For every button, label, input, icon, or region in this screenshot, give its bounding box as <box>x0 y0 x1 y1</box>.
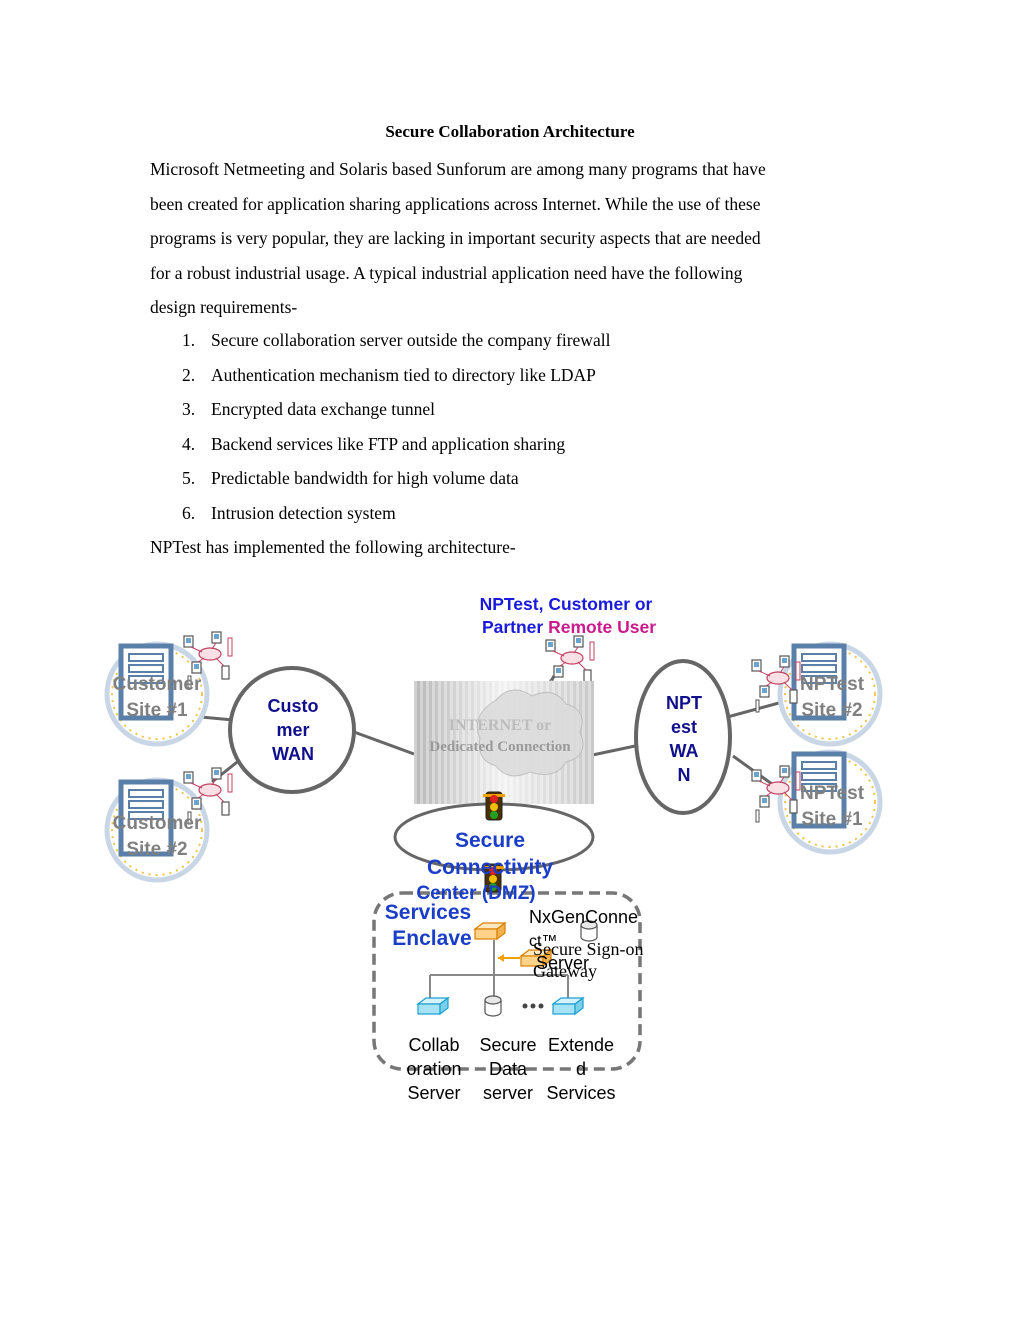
list-text: Predictable bandwidth for high volume da… <box>211 468 519 488</box>
scc-label: Connectivity <box>427 856 553 879</box>
intro-line: Microsoft Netmeeting and Solaris based S… <box>150 159 766 179</box>
service-label: Extende <box>548 1035 614 1055</box>
site-label: Customer <box>113 674 202 695</box>
intro-line: been created for application sharing app… <box>150 193 761 214</box>
enclave-label: Services <box>385 901 471 924</box>
customer-site-1: Customer Site #1 <box>107 631 233 744</box>
nptest-site-1: NPTest Site #1 <box>751 752 880 852</box>
service-label: server <box>483 1083 533 1103</box>
sso-label: Secure Sign-on <box>533 939 643 959</box>
list-item: 4. Backend services like FTP and applicat… <box>150 427 610 462</box>
nxgen-server-icon <box>474 922 506 940</box>
intro-line: for a robust industrial usage. A typical… <box>150 262 743 283</box>
site-label: Site #2 <box>126 839 187 860</box>
list-text: Encrypted data exchange tunnel <box>211 399 435 419</box>
list-text: Secure collaboration server outside the … <box>211 330 611 350</box>
enclave-label: Enclave <box>392 927 471 950</box>
list-item: 6. Intrusion detection system <box>150 496 610 531</box>
service-label: Data <box>489 1059 528 1079</box>
service-label: Services <box>546 1083 615 1103</box>
service-label: Secure <box>479 1035 536 1055</box>
outro-text: NPTest has implemented the following arc… <box>150 537 516 557</box>
requirements-list: 1. Secure collaboration server outside th… <box>150 323 610 530</box>
link-line <box>200 715 234 722</box>
arrow-head-icon <box>498 954 504 962</box>
list-number: 4. <box>182 433 196 454</box>
list-number: 6. <box>182 502 196 523</box>
intro-line: design requirements- <box>150 297 298 317</box>
list-item: 3. Encrypted data exchange tunnel <box>150 392 610 427</box>
service-label: oration <box>406 1059 461 1079</box>
service-label: Collab <box>408 1035 459 1055</box>
list-number: 1. <box>182 330 196 350</box>
collaboration-server-icon <box>417 997 449 1015</box>
ellipsis-icon <box>522 1003 544 1009</box>
wan-label: WAN <box>272 744 314 764</box>
site-label: Site #2 <box>801 700 862 721</box>
wan-label: Custo <box>268 696 319 716</box>
wan-label: WA <box>670 741 699 761</box>
site-label: Site #1 <box>801 809 863 830</box>
extended-services-icon <box>552 997 584 1015</box>
internet-cloud: INTERNET or Dedicated Connection <box>414 681 594 804</box>
remote-user-label-line2: Partner Remote User <box>482 617 656 637</box>
customer-site-2: Customer Site #2 <box>107 767 233 880</box>
list-number: 5. <box>182 468 196 488</box>
firewall-icon <box>482 791 506 821</box>
secure-data-server-icon <box>484 995 502 1017</box>
nxgen-label: ct™ <box>529 933 557 950</box>
remote-user-label: NPTest, Customer or <box>480 594 653 614</box>
sso-label: Gateway <box>533 961 597 981</box>
intro-paragraph: Microsoft Netmeeting and Solaris based S… <box>150 152 870 325</box>
link-line <box>353 730 415 756</box>
list-item: 2. Authentication mechanism tied to direc… <box>150 358 610 393</box>
wan-label: mer <box>276 720 309 740</box>
list-number: 3. <box>182 399 196 419</box>
wan-label: est <box>671 717 697 737</box>
internet-label: INTERNET or <box>449 717 551 734</box>
wan-label: N <box>678 765 691 785</box>
nptest-wan: NPT est WA N <box>634 659 732 815</box>
wan-label: NPT <box>666 693 702 713</box>
nxgen-label: Server <box>536 953 589 973</box>
page-title: Secure Collaboration Architecture <box>385 122 635 141</box>
remote-user-text: Remote User <box>548 617 656 637</box>
list-number: 2. <box>182 364 196 385</box>
customer-wan: Custo mer WAN <box>228 666 356 794</box>
intro-line: programs is very popular, they are lacki… <box>150 228 761 248</box>
service-label: d <box>576 1059 586 1079</box>
nptest-site-2: NPTest Site #2 <box>751 644 880 744</box>
site-label: Customer <box>113 813 202 834</box>
internet-label: Dedicated Connection <box>429 739 571 755</box>
nxgen-label: NxGenConne <box>529 907 638 927</box>
list-text: Backend services like FTP and applicatio… <box>211 433 566 454</box>
scc-label: Center (DMZ) <box>416 883 535 904</box>
list-item: 1. Secure collaboration server outside th… <box>150 323 610 358</box>
services-enclave-border <box>372 891 642 1071</box>
list-text: Authentication mechanism tied to directo… <box>211 364 596 385</box>
partner-text: Partner <box>482 617 548 637</box>
service-label: Server <box>407 1083 460 1103</box>
list-item: 5. Predictable bandwidth for high volume … <box>150 461 610 496</box>
site-label: NPTest <box>800 783 865 804</box>
site-label: NPTest <box>800 674 865 695</box>
site-label: Site #1 <box>126 700 188 721</box>
scc-label: Secure <box>455 829 525 852</box>
list-text: Intrusion detection system <box>211 502 396 523</box>
